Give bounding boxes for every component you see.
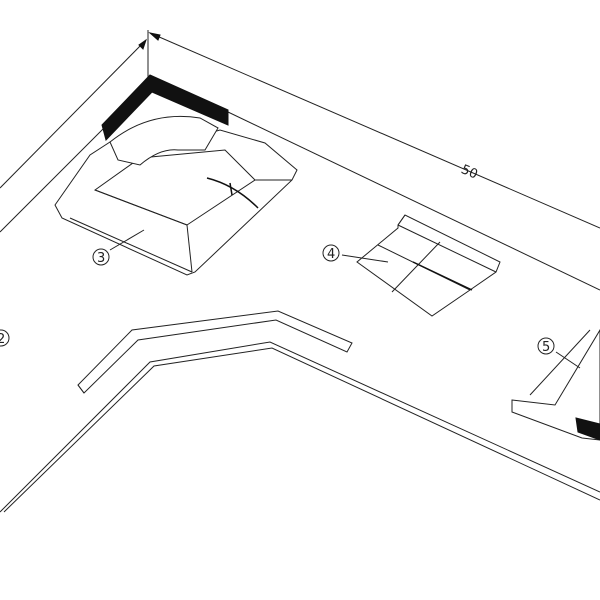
callout-5: 5 bbox=[542, 340, 550, 355]
callout-4: 4 bbox=[327, 247, 335, 262]
base-plate bbox=[0, 79, 600, 513]
rail bbox=[77, 310, 353, 394]
dimension-label: 50 bbox=[459, 162, 480, 182]
callout-3: 3 bbox=[97, 251, 105, 266]
feature-3-bowl: 3 bbox=[54, 74, 298, 276]
callout-2: 2 bbox=[0, 332, 5, 347]
feature-5-ramp: 5 bbox=[511, 329, 600, 441]
dimension-50: 50 bbox=[0, 30, 600, 229]
feature-4-pad: 4 bbox=[322, 214, 501, 317]
feature-2-callout: 2 bbox=[0, 329, 10, 347]
